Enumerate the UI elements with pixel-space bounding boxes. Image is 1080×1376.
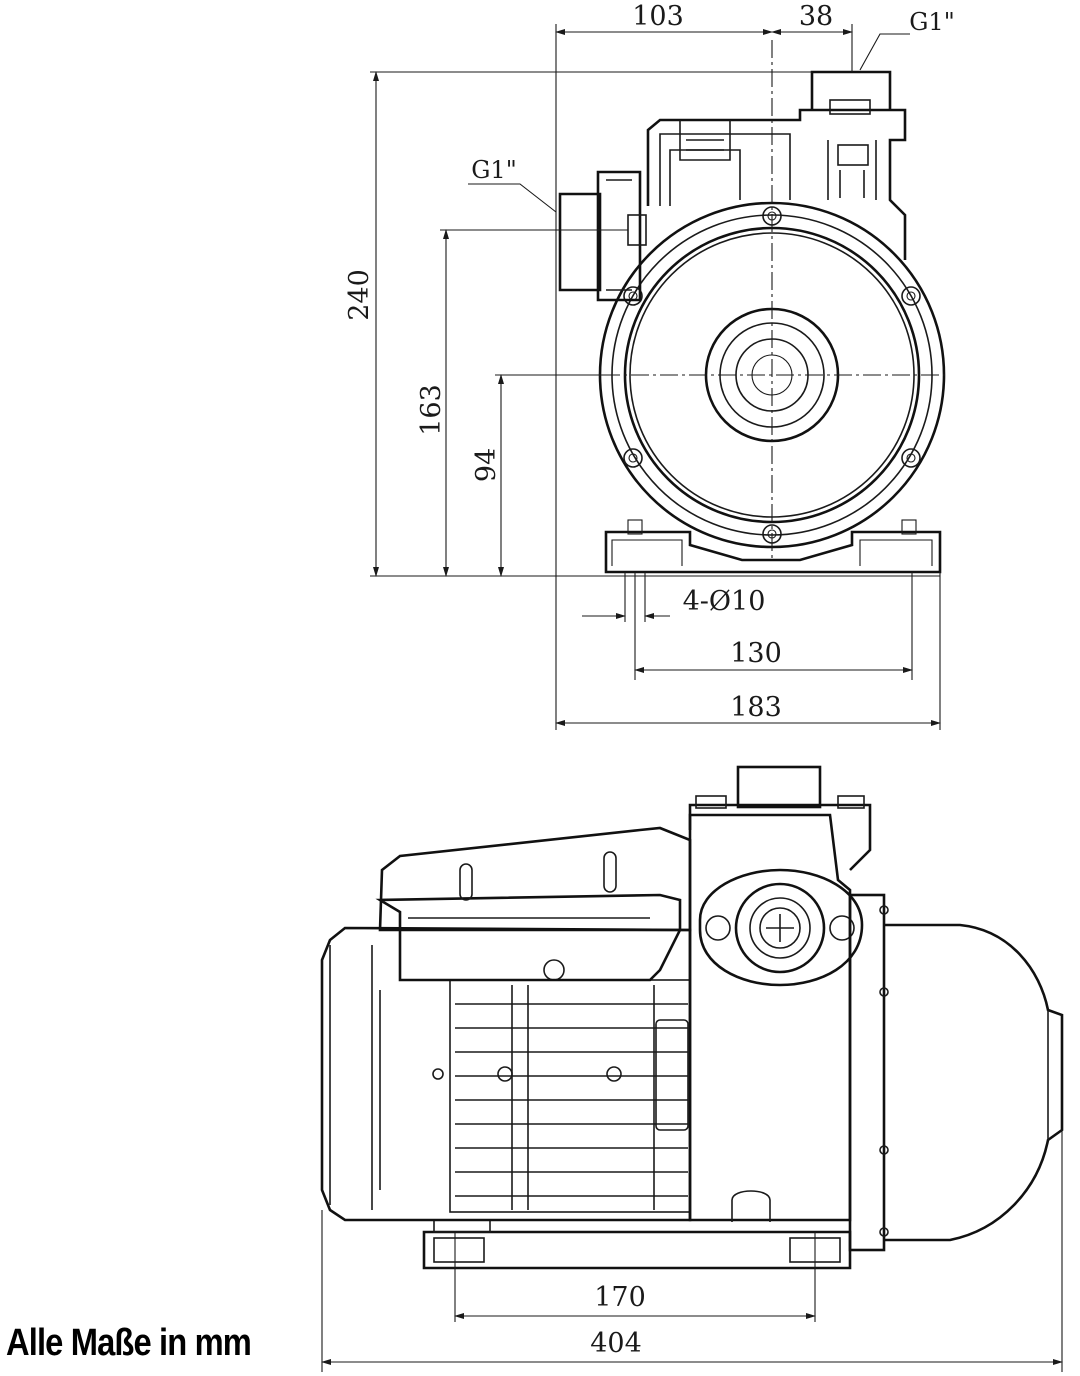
front-view: 103 38 G1" G1" 240 163 94 4-Ø10 130 183 bbox=[344, 1, 955, 730]
dim-mounting-holes: 4-Ø10 bbox=[683, 586, 766, 617]
side-motor bbox=[320, 926, 692, 1222]
dim-hole-spacing: 130 bbox=[730, 638, 782, 669]
units-note: Alle Maße in mm bbox=[6, 1322, 252, 1364]
dim-total-length: 404 bbox=[590, 1328, 642, 1359]
side-pressure-tank bbox=[884, 923, 1064, 1242]
front-extension-lines bbox=[370, 24, 941, 730]
front-dimension-lines bbox=[373, 29, 941, 726]
side-cooling-fins bbox=[455, 985, 688, 1210]
dim-width-left: 103 bbox=[632, 1, 684, 32]
front-top-body bbox=[558, 70, 907, 302]
front-center-lines bbox=[602, 40, 945, 560]
dim-axis-height: 94 bbox=[471, 448, 502, 482]
dim-base-width: 183 bbox=[730, 692, 782, 723]
dim-total-height: 240 bbox=[344, 269, 375, 321]
side-dimension-labels: 170 404 bbox=[590, 1282, 646, 1359]
dim-inlet-thread: G1" bbox=[471, 156, 516, 184]
side-base bbox=[422, 1219, 852, 1270]
side-pump-head bbox=[688, 765, 889, 1252]
dim-foot-spacing: 170 bbox=[594, 1282, 646, 1313]
side-view: 170 404 bbox=[320, 765, 1064, 1372]
front-base bbox=[604, 519, 942, 574]
dim-outlet-thread: G1" bbox=[909, 8, 954, 36]
front-dimension-labels: 103 38 G1" G1" 240 163 94 4-Ø10 130 183 bbox=[344, 1, 955, 723]
dim-width-right: 38 bbox=[799, 1, 833, 32]
side-dimension-lines bbox=[321, 1130, 1063, 1372]
side-control-box bbox=[375, 826, 692, 982]
dim-inlet-height: 163 bbox=[416, 384, 447, 436]
